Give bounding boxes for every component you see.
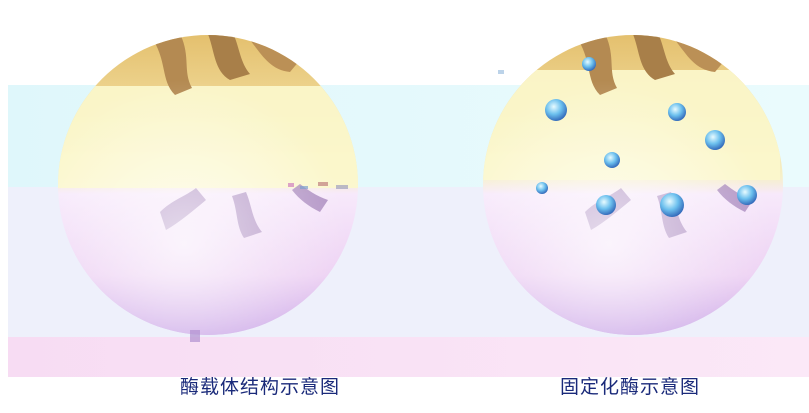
caption-right: 固定化酶示意图 — [559, 376, 700, 398]
enzyme-molecule — [596, 195, 616, 215]
caption-left: 酶载体结构示意图 — [179, 376, 340, 398]
carrier-sphere-right — [483, 35, 783, 335]
enzyme-molecule — [536, 182, 548, 194]
band-pink — [8, 337, 809, 377]
carrier-sphere-left — [58, 35, 358, 335]
speckle-artifacts — [190, 70, 504, 342]
enzyme-molecule — [604, 152, 620, 168]
enzyme-molecule — [660, 193, 684, 217]
enzyme-molecule — [582, 57, 596, 71]
enzyme-molecule — [545, 99, 567, 121]
enzyme-molecule — [737, 185, 757, 205]
enzyme-molecule — [705, 130, 725, 150]
enzyme-molecule — [668, 103, 686, 121]
